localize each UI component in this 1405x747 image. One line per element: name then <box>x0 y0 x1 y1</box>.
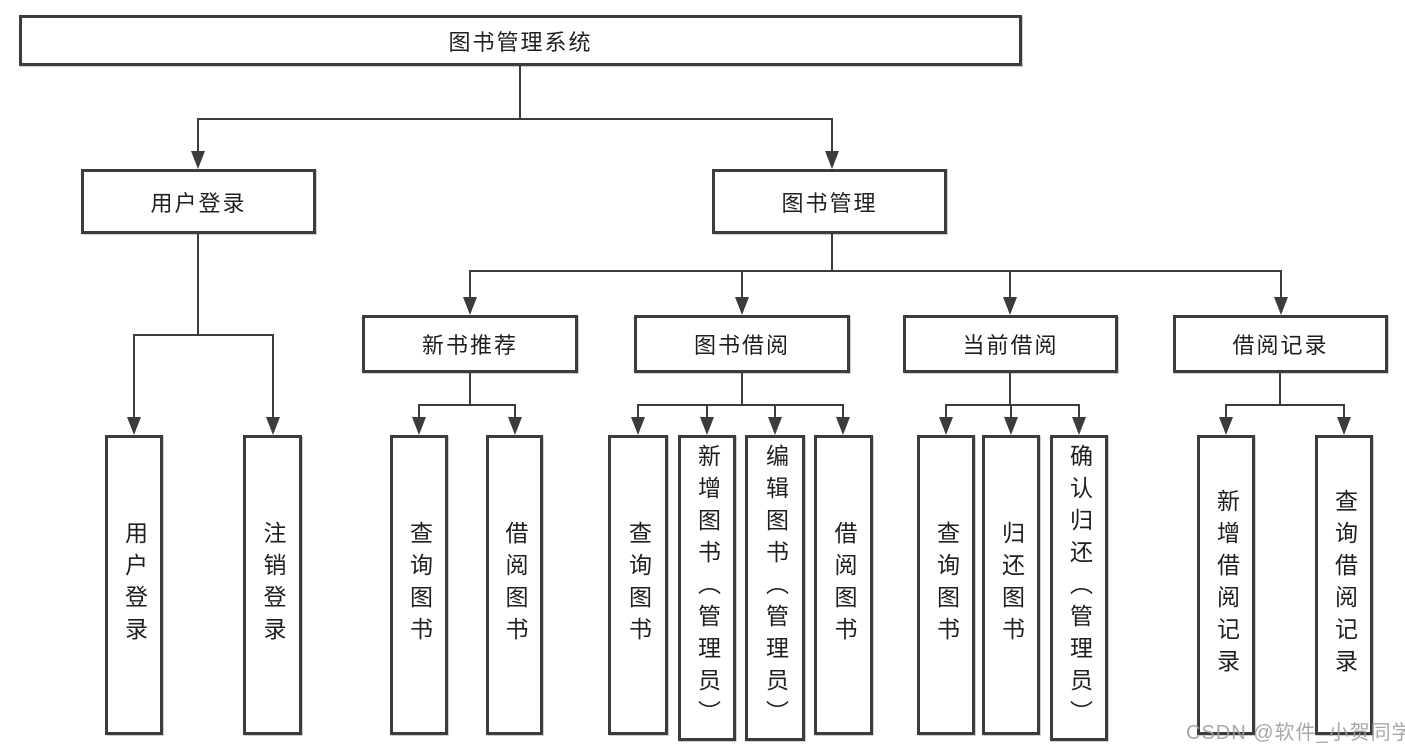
connector-book-management-bar <box>469 270 1282 272</box>
arrow-down-icon <box>463 297 477 315</box>
connector-drop-leaf <box>1078 404 1080 418</box>
arrow-down-icon <box>836 417 850 435</box>
connector-root-stem <box>519 66 521 120</box>
connector-drop-leaf <box>514 404 516 418</box>
arrow-down-icon <box>412 417 426 435</box>
connector-user-login-stem <box>197 233 199 336</box>
connector-root-bar <box>197 118 833 120</box>
leaf-edit-books-admin: 编辑图书（管理员） <box>745 435 805 741</box>
connector-drop-leaf <box>637 404 639 418</box>
connector-drop-leaf <box>774 404 776 418</box>
arrow-down-icon <box>1004 417 1018 435</box>
connector-drop-leaf <box>1010 404 1012 418</box>
arrow-down-icon <box>631 417 645 435</box>
node-library-management-system: 图书管理系统 <box>19 15 1022 66</box>
leaf-borrow-books-borrowing: 借阅图书 <box>814 435 873 735</box>
leaf-query-borrow-record: 查询借阅记录 <box>1315 435 1373 735</box>
connector-drop-leaf <box>1343 404 1345 418</box>
arrow-down-icon <box>508 417 522 435</box>
connector-drop-borrow-record <box>1280 270 1282 298</box>
leaf-user-login: 用户登录 <box>105 435 163 735</box>
connector-drop-leaf <box>945 404 947 418</box>
arrow-down-icon <box>1072 417 1086 435</box>
node-new-book-recommendation: 新书推荐 <box>362 315 578 373</box>
connector-current-borrow-stem <box>1009 373 1011 406</box>
connector-drop-current-borrow <box>1009 270 1011 298</box>
arrow-down-icon <box>1003 297 1017 315</box>
arrow-down-icon <box>700 417 714 435</box>
node-borrowing-records: 借阅记录 <box>1173 315 1388 373</box>
arrow-down-icon <box>1337 417 1351 435</box>
leaf-return-books: 归还图书 <box>982 435 1040 735</box>
leaf-query-books-current: 查询图书 <box>917 435 975 735</box>
leaf-borrow-books-recommend: 借阅图书 <box>486 435 543 735</box>
connector-drop-leaf <box>1225 404 1227 418</box>
connector-borrow-record-bar <box>1225 404 1345 406</box>
leaf-logout: 注销登录 <box>243 435 302 735</box>
node-book-management-branch: 图书管理 <box>712 169 947 234</box>
leaf-query-books-recommend: 查询图书 <box>390 435 448 735</box>
node-current-borrowing: 当前借阅 <box>903 315 1118 373</box>
connector-drop-leaf <box>418 404 420 418</box>
connector-user-login-bar <box>133 334 274 336</box>
arrow-down-icon <box>1219 417 1233 435</box>
leaf-add-borrow-record: 新增借阅记录 <box>1197 435 1255 735</box>
connector-drop-leaf <box>706 404 708 418</box>
arrow-down-icon <box>127 417 141 435</box>
connector-borrow-record-stem <box>1279 373 1281 406</box>
arrow-down-icon <box>191 151 205 169</box>
arrow-down-icon <box>266 417 280 435</box>
arrow-down-icon <box>825 151 839 169</box>
connector-book-borrow-stem <box>741 373 743 406</box>
arrow-down-icon <box>768 417 782 435</box>
node-book-borrowing: 图书借阅 <box>634 315 850 373</box>
connector-book-management-stem <box>831 233 833 272</box>
arrow-down-icon <box>1274 297 1288 315</box>
arrow-down-icon <box>735 297 749 315</box>
connector-drop-leaf <box>842 404 844 418</box>
connector-current-borrow-bar <box>945 404 1080 406</box>
connector-book-borrow-bar <box>637 404 844 406</box>
connector-drop-book-borrow <box>741 270 743 298</box>
connector-new-book-bar <box>418 404 516 406</box>
leaf-query-books-borrowing: 查询图书 <box>608 435 668 735</box>
connector-new-book-stem <box>469 373 471 406</box>
arrow-down-icon <box>939 417 953 435</box>
leaf-add-books-admin: 新增图书（管理员） <box>678 435 736 741</box>
connector-drop-user-login <box>197 118 199 152</box>
csdn-watermark: CSDN @软件_小贺同学 <box>1186 722 1405 744</box>
connector-drop-login-leaf <box>133 334 135 418</box>
node-user-login-branch: 用户登录 <box>81 169 316 234</box>
leaf-confirm-return-admin: 确认归还（管理员） <box>1050 435 1108 741</box>
connector-drop-logout-leaf <box>272 334 274 418</box>
connector-drop-new-book <box>469 270 471 298</box>
connector-drop-book-management <box>831 118 833 152</box>
